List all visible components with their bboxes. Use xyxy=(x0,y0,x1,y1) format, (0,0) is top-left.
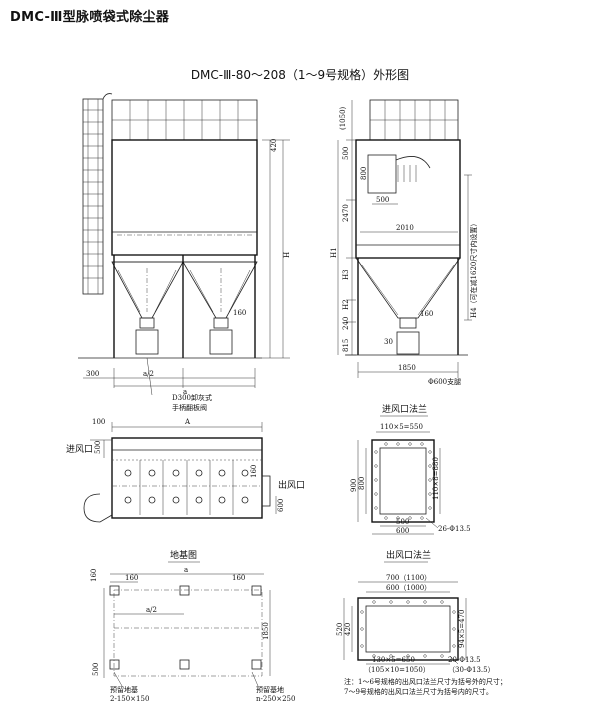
valve-left xyxy=(139,317,155,329)
dim-815: 815 xyxy=(342,339,350,352)
inlet-dim-900: 900 xyxy=(350,479,358,492)
inlet-flange: 进风口法兰 110×5=550 900 800 110×8=880 500 60… xyxy=(350,403,471,535)
dim-1850-side: 1850 xyxy=(398,364,416,372)
note-valve-2: 手柄翻板阀 xyxy=(172,403,207,412)
outlet-flange-outer xyxy=(357,597,459,661)
dim-h1: H1 xyxy=(330,247,338,258)
label-outlet: 出风口 xyxy=(278,479,305,491)
valve-right xyxy=(213,317,229,329)
dim-240: 240 xyxy=(342,317,350,330)
dim-1050: (1050) xyxy=(339,106,347,130)
inlet-dim-right: 110×8=880 xyxy=(432,457,440,500)
foundation-label-right-2: n-250×250 xyxy=(256,695,295,703)
dim-h4: H4（可在减1620尺寸内设置） xyxy=(469,220,478,318)
outlet-dim-holes-2: （30-Φ13.5） xyxy=(448,666,495,674)
note-line-2: 7～9号规格的出风口法兰尺寸为括号内的尺寸。 xyxy=(344,687,493,696)
outlet-dim-right: 94×5=470 xyxy=(458,610,466,648)
dim-h2: H2 xyxy=(342,299,350,310)
dim-420: 420 xyxy=(270,139,278,152)
ladder-cage xyxy=(82,98,104,295)
foundation-label-left: 预留地基 xyxy=(110,685,138,694)
foundation-dim-160b: 160 xyxy=(232,574,245,582)
note-cone: Φ600支腿 xyxy=(428,377,461,386)
label-inlet: 进风口 xyxy=(66,444,93,455)
dim-2470: 2470 xyxy=(342,204,350,222)
inlet-dim-600: 600 xyxy=(396,527,409,535)
side-hopper xyxy=(355,257,461,319)
bin-right xyxy=(209,329,233,355)
outlet-dim-420: 420 xyxy=(344,623,352,636)
foundation-dim-160c: 160 xyxy=(90,569,98,582)
dim-2010: 2010 xyxy=(396,224,414,232)
foundation-dim-half: a/2 xyxy=(146,606,157,614)
note-valve: D300卸灰式 xyxy=(172,393,212,402)
plan-dim-600: 600 xyxy=(277,499,285,512)
foundation-title: 地基图 xyxy=(170,549,197,561)
outlet-flange-inner xyxy=(365,605,451,653)
inlet-duct xyxy=(83,493,113,523)
dim-a-front: a xyxy=(183,388,187,396)
outlet-flange: 出风口法兰 700（1100） 600（1000） 520 420 94×5=4… xyxy=(336,549,495,674)
bag-house-body xyxy=(111,139,258,256)
plan-dim-100: 100 xyxy=(92,418,105,426)
foundation-label-left-2: 2-150×150 xyxy=(110,695,149,703)
outlet-flange-title: 出风口法兰 xyxy=(386,549,431,561)
plan-dim-a: A xyxy=(184,418,191,426)
foundation-dim-160a: 160 xyxy=(125,574,138,582)
drawing-title: DMC-Ⅲ-80～208（1～9号规格）外形图 xyxy=(190,68,410,82)
foundation-plan: 地基图 a 160 160 160 a/2 1850 500 预留地基 2-15… xyxy=(90,549,295,703)
foundation-dim-500: 500 xyxy=(92,663,100,676)
inlet-flange-title: 进风口法兰 xyxy=(382,403,427,415)
inlet-flange-inner xyxy=(379,447,427,515)
inlet-dim-500: 500 xyxy=(396,518,409,526)
foundation-dim-a: a xyxy=(184,566,188,574)
inlet-flange-outer xyxy=(371,439,435,523)
side-body xyxy=(355,139,461,259)
dim-160-front: 160 xyxy=(233,309,246,317)
plan-dim-500: 500 xyxy=(94,441,102,454)
bin-left xyxy=(135,329,159,355)
inlet-dim-top: 110×5=550 xyxy=(380,423,423,431)
dim-800: 800 xyxy=(360,167,368,180)
inlet-dim-800: 800 xyxy=(358,477,366,490)
front-view: 420 H 160 300 a/2 a D300卸灰式 手柄翻板阀 xyxy=(78,93,291,412)
inlet-dim-holes: 26-Φ13.5 xyxy=(438,525,471,533)
dim-30: 30 xyxy=(384,338,393,346)
dim-160-side: 160 xyxy=(420,310,433,318)
foundation-outline xyxy=(113,589,263,677)
outlet-dim-600: 600（1000） xyxy=(386,584,431,592)
outlet-dim-bottom-2: （105×10=1050） xyxy=(364,666,430,674)
plan-view: 100 A 进风口 500 出风口 600 160 xyxy=(66,418,305,523)
dim-h3: H3 xyxy=(342,269,350,280)
side-inlet xyxy=(367,154,397,194)
dim-500-top: 500 xyxy=(342,147,350,160)
foundation-label-right: 预留基地 xyxy=(256,685,284,694)
outlet-dim-700: 700（1100） xyxy=(386,574,431,582)
foundation-dim-1850: 1850 xyxy=(262,622,270,640)
outlet-dim-520: 520 xyxy=(336,623,344,636)
dim-h: H xyxy=(283,252,291,258)
dim-300: 300 xyxy=(86,370,99,378)
outlet-box xyxy=(261,475,271,507)
dim-500-side: 500 xyxy=(376,196,389,204)
note-line-1: 注：1～6号规格的出风口法兰尺寸为括号外的尺寸； xyxy=(344,677,507,686)
side-view: (1050) 500 800 2470 H1 H2 H3 240 815 500… xyxy=(330,99,478,386)
hopper-left xyxy=(111,261,184,319)
outlet-dim-bottom: 130×5=650 xyxy=(372,656,415,664)
document-title: DMC-Ⅲ型脉喷袋式除尘器 xyxy=(10,10,170,25)
ladder-rungs xyxy=(83,99,103,294)
outlet-dim-holes: 20-Φ13.5 xyxy=(448,656,481,664)
dim-half-a: a/2 xyxy=(143,370,154,378)
plan-dim-160: 160 xyxy=(250,465,258,478)
